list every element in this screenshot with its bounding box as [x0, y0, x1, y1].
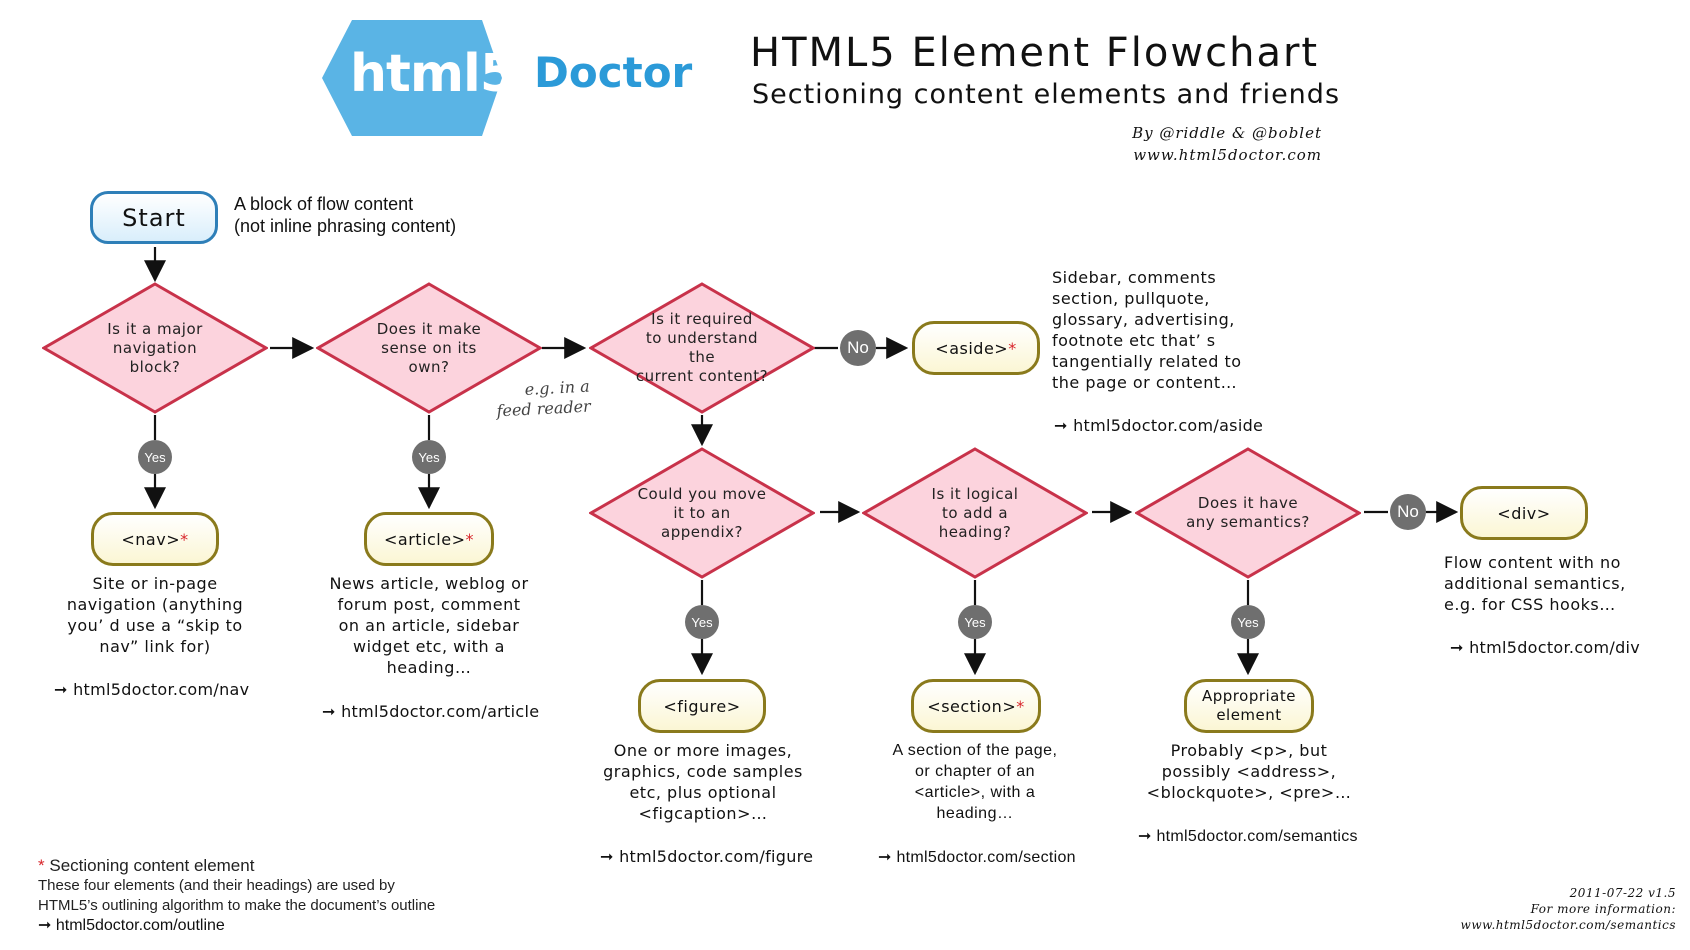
element-label: element	[1216, 706, 1282, 724]
div-element-node: <div>	[1460, 486, 1588, 540]
yes-badge: Yes	[412, 440, 446, 474]
figure-element-node: <figure>	[638, 679, 766, 733]
more-info-url[interactable]: www.html5doctor.com/semantics	[1460, 918, 1676, 932]
section-link[interactable]: ➞ html5doctor.com/section	[878, 849, 1076, 866]
byline: By @riddle & @boblet www.html5doctor.com	[1132, 122, 1322, 166]
figure-link[interactable]: ➞ html5doctor.com/figure	[600, 847, 814, 866]
decision-diamond	[589, 282, 815, 414]
aside-link[interactable]: ➞ html5doctor.com/aside	[1054, 416, 1264, 435]
element-label: Appropriate	[1202, 687, 1296, 705]
element-label: <section>	[927, 696, 1017, 716]
element-label: <nav>	[121, 529, 181, 549]
yes-badge: Yes	[958, 605, 992, 639]
footnote-star: *	[38, 856, 45, 875]
decision-diamond	[42, 282, 268, 414]
version-date: 2011-07-22 v1.5	[1569, 886, 1676, 900]
sectioning-star: *	[180, 529, 189, 549]
feed-reader-note: e.g. in a feed reader	[495, 377, 591, 422]
nav-link[interactable]: ➞ html5doctor.com/nav	[54, 680, 250, 699]
start-node: Start	[90, 191, 218, 244]
start-note: A block of flow content (not inline phra…	[234, 193, 456, 237]
section-element-node: <section>*	[911, 679, 1041, 733]
outline-link[interactable]: ➞ html5doctor.com/outline	[38, 917, 225, 934]
more-info-label: For more information:	[1530, 902, 1676, 916]
no-badge: No	[840, 330, 876, 366]
element-label: <article>	[384, 529, 466, 549]
sectioning-star: *	[465, 529, 474, 549]
element-label: <div>	[1497, 503, 1551, 523]
yes-badge: Yes	[1231, 605, 1265, 639]
page-subtitle: Sectioning content elements and friends	[752, 79, 1341, 110]
nav-element-node: <nav>*	[91, 512, 219, 566]
sectioning-star: *	[1008, 338, 1017, 358]
decision-diamond	[1135, 447, 1361, 579]
footnote-line: HTML5’s outlining algorithm to make the …	[38, 897, 436, 914]
sectioning-star: *	[1016, 696, 1025, 716]
logo-word: Doctor	[534, 48, 693, 97]
decision-diamond	[316, 282, 542, 414]
semantics-link[interactable]: ➞ html5doctor.com/semantics	[1138, 828, 1358, 845]
element-label: <figure>	[663, 696, 741, 716]
article-element-node: <article>*	[364, 512, 494, 566]
version-credit: 2011-07-22 v1.5 For more information: ww…	[1461, 885, 1676, 933]
yes-badge: Yes	[685, 605, 719, 639]
element-label: <aside>	[935, 338, 1009, 358]
decision-diamond	[862, 447, 1088, 579]
logo-mark: html5	[350, 44, 516, 104]
decision-diamond	[589, 447, 815, 579]
site-line: www.html5doctor.com	[1133, 146, 1322, 164]
footnote-title: Sectioning content element	[49, 856, 255, 875]
page-title: HTML5 Element Flowchart	[750, 30, 1320, 76]
start-note-line: (not inline phrasing content)	[234, 216, 457, 236]
div-link[interactable]: ➞ html5doctor.com/div	[1450, 638, 1641, 657]
yes-badge: Yes	[138, 440, 172, 474]
article-link[interactable]: ➞ html5doctor.com/article	[322, 702, 540, 721]
author-line: By @riddle & @boblet	[1132, 124, 1322, 142]
aside-element-node: <aside>*	[912, 321, 1040, 375]
section-description: A section of the page,or chapter of an<a…	[892, 742, 1058, 822]
footnote-line: These four elements (and their headings)…	[38, 877, 395, 894]
start-note-line: A block of flow content	[234, 194, 414, 214]
html5-logo-badge	[322, 20, 502, 136]
no-badge: No	[1390, 494, 1426, 530]
figure-description: One or more images,graphics, code sample…	[603, 741, 803, 823]
sectioning-footnote: * Sectioning content element These four …	[38, 856, 435, 936]
